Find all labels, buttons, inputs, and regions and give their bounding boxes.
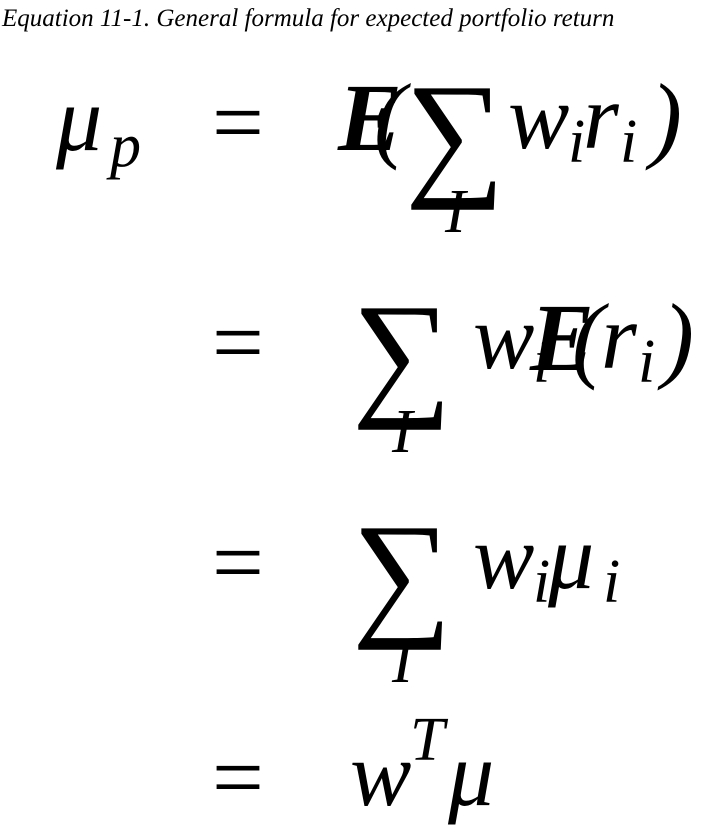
open-paren: ( <box>374 64 411 171</box>
equals-sign-line-3: = <box>212 511 264 613</box>
superscript-transpose: T <box>410 706 449 774</box>
summation-index-set: I <box>391 628 416 696</box>
line-4-expression: w T μ <box>350 706 494 825</box>
subscript-p: p <box>106 112 141 180</box>
summation-symbol: ∑ <box>405 56 505 211</box>
equals-sign-line-1: = <box>212 71 264 173</box>
subscript-i: i <box>620 108 637 176</box>
expectation-operator: E <box>529 284 594 391</box>
open-paren: ( <box>572 284 609 391</box>
weight-w: w <box>508 66 569 168</box>
weight-w: w <box>473 506 534 608</box>
line-2-expression: ∑ I w i E ( r i ) <box>352 276 694 466</box>
mu-symbol: μ <box>55 68 102 170</box>
return-r: r <box>601 286 638 388</box>
summation-index-set: I <box>444 178 469 246</box>
summation-index-set: I <box>391 398 416 466</box>
subscript-i: i <box>533 328 550 396</box>
mu-symbol: μ <box>547 506 594 608</box>
line-3-expression: ∑ I w i μ i <box>352 496 620 696</box>
mu-symbol: μ <box>447 723 494 825</box>
equals-sign-line-2: = <box>212 291 264 393</box>
summation-symbol: ∑ <box>352 276 452 431</box>
equals-sign-line-4: = <box>212 726 264 828</box>
expectation-operator: E <box>337 64 402 171</box>
subscript-i: i <box>638 328 655 396</box>
subscript-i: i <box>568 108 585 176</box>
subscript-i: i <box>533 548 550 616</box>
subscript-i: i <box>603 548 620 616</box>
line-1-expression: E ( ∑ I w i r i ) <box>337 56 682 246</box>
close-paren: ) <box>657 284 694 391</box>
return-r: r <box>583 66 620 168</box>
equation-caption: Equation 11-1. General formula for expec… <box>2 5 615 32</box>
lhs-mu-p: μ p <box>55 68 141 180</box>
close-paren: ) <box>645 64 682 171</box>
weight-w: w <box>350 723 411 825</box>
summation-symbol: ∑ <box>352 496 452 651</box>
weight-w: w <box>473 286 534 388</box>
